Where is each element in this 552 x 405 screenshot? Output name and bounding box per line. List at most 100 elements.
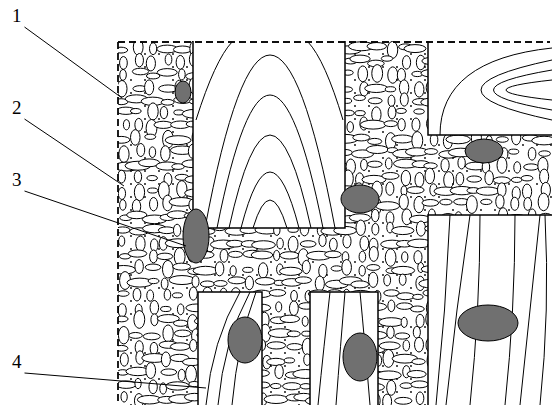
sand-dot: [298, 365, 300, 367]
sand-dot: [144, 235, 146, 237]
sand-dot: [256, 274, 258, 276]
sand-dot: [298, 287, 300, 289]
timber-block: [198, 292, 262, 405]
wood-grain: [440, 48, 552, 135]
aggregate: [170, 343, 190, 350]
aggregate: [388, 300, 395, 312]
sand-dot: [382, 235, 384, 237]
aggregate: [275, 365, 283, 379]
coarse-stone: [183, 209, 209, 263]
sand-dot: [424, 196, 426, 198]
sand-dot: [354, 261, 356, 263]
aggregate: [295, 277, 311, 284]
aggregate: [353, 134, 370, 141]
sand-dot: [424, 391, 426, 393]
aggregate: [120, 69, 127, 80]
sand-dot: [396, 235, 398, 237]
aggregate: [399, 194, 408, 209]
sand-dot: [158, 248, 160, 250]
wood-grain: [436, 215, 450, 405]
sand-dot: [130, 378, 132, 380]
aggregate: [119, 236, 125, 246]
coarse-stone: [341, 185, 379, 213]
wood-grain: [520, 215, 540, 405]
aggregate: [137, 143, 145, 156]
sand-dot: [130, 79, 132, 81]
sand-dot: [172, 235, 174, 237]
aggregate: [289, 301, 298, 316]
aggregate: [136, 236, 145, 251]
aggregate: [134, 171, 141, 183]
sand-dot: [186, 261, 188, 263]
aggregate: [411, 381, 429, 388]
sand-dot: [284, 287, 286, 289]
aggregate: [150, 342, 158, 355]
sand-dot: [130, 313, 132, 315]
aggregate: [441, 158, 449, 172]
sand-dot: [298, 352, 300, 354]
sand-dot: [508, 183, 510, 185]
aggregate: [161, 99, 174, 105]
aggregate: [540, 169, 549, 184]
aggregate: [522, 184, 531, 199]
sand-dot: [172, 183, 174, 185]
sand-dot: [382, 157, 384, 159]
wood-grain: [229, 135, 311, 228]
aggregate: [154, 121, 173, 128]
aggregate: [397, 293, 415, 300]
aggregate: [228, 251, 242, 257]
sand-dot: [144, 118, 146, 120]
sand-dot: [424, 53, 426, 55]
sand-dot: [284, 352, 286, 354]
section-cut-line: [118, 41, 550, 42]
sand-dot: [284, 261, 286, 263]
aggregate: [158, 227, 175, 234]
aggregate: [384, 121, 397, 127]
wood-grain: [205, 55, 335, 228]
callout-number: 1: [12, 6, 22, 25]
aggregate: [342, 260, 352, 276]
aggregate: [368, 98, 382, 104]
sand-dot: [144, 183, 146, 185]
sand-dot: [144, 196, 146, 198]
aggregate: [412, 132, 423, 150]
sand-dot: [284, 391, 286, 393]
sand-dot: [214, 261, 216, 263]
sand-dot: [270, 391, 272, 393]
aggregate: [360, 120, 386, 129]
sand-dot: [172, 157, 174, 159]
aggregate: [123, 120, 129, 130]
sand-dot: [186, 118, 188, 120]
sand-dot: [368, 79, 370, 81]
aggregate: [350, 55, 370, 63]
sand-dot: [382, 248, 384, 250]
sand-dot: [130, 183, 132, 185]
aggregate: [376, 371, 401, 380]
sand-dot: [438, 170, 440, 172]
aggregate: [135, 53, 143, 66]
aggregate: [355, 111, 365, 116]
aggregate: [466, 196, 477, 214]
sand-dot: [368, 66, 370, 68]
aggregate: [319, 235, 326, 247]
sand-dot: [396, 118, 398, 120]
sand-dot: [480, 209, 482, 211]
sand-dot: [130, 196, 132, 198]
sand-dot: [158, 222, 160, 224]
sand-dot: [172, 339, 174, 341]
sand-dot: [186, 66, 188, 68]
aggregate: [264, 395, 288, 403]
aggregate: [359, 265, 365, 276]
aggregate: [400, 93, 408, 106]
aggregate: [315, 276, 324, 291]
aggregate: [150, 239, 158, 252]
aggregate: [372, 223, 379, 235]
aggregate: [177, 304, 184, 315]
aggregate: [366, 146, 388, 154]
aggregate: [148, 188, 158, 193]
aggregate: [384, 275, 391, 286]
aggregate: [414, 109, 425, 114]
sand-dot: [270, 287, 272, 289]
sand-dot: [410, 105, 412, 107]
sand-dot: [396, 105, 398, 107]
